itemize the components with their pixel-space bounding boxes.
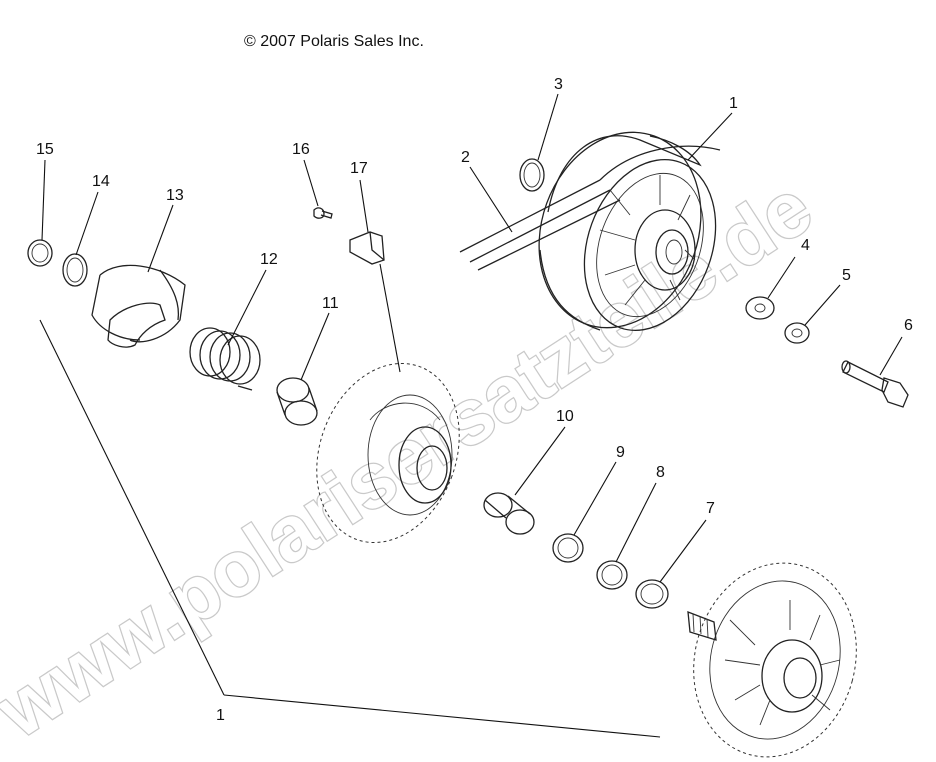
washer-4 — [745, 296, 775, 320]
callout-12: 12 — [260, 251, 278, 268]
callout-labels: 1 2 3 4 5 6 7 8 9 10 11 12 13 14 15 16 1… — [36, 76, 913, 724]
callout-8: 8 — [656, 464, 665, 481]
snap-ring-15 — [27, 239, 53, 267]
bushing-10 — [483, 492, 535, 535]
callout-2: 2 — [461, 149, 470, 166]
callout-1-bottom: 1 — [216, 707, 225, 724]
callout-15: 15 — [36, 141, 54, 158]
callout-3: 3 — [554, 76, 563, 93]
screw-16 — [313, 207, 333, 219]
washer-8 — [596, 560, 628, 590]
helix-cam-13 — [91, 264, 186, 348]
callout-6: 6 — [904, 317, 913, 334]
callout-10: 10 — [556, 408, 574, 425]
callout-5: 5 — [842, 267, 851, 284]
washer-3 — [519, 158, 545, 192]
washer-14 — [62, 253, 88, 287]
driven-clutch-assembly-bottom — [687, 562, 857, 758]
callout-14: 14 — [92, 173, 110, 190]
callout-7: 7 — [706, 500, 715, 517]
driven-clutch-assembly-top — [538, 131, 717, 332]
button-17 — [349, 231, 385, 265]
leader-lines — [39, 93, 903, 738]
bolt-6 — [841, 360, 909, 408]
washer-7 — [635, 579, 669, 609]
watermark-text: www.polarisersatzteile.de — [0, 163, 827, 755]
callout-11: 11 — [322, 295, 339, 312]
callout-13: 13 — [166, 187, 184, 204]
drive-belt — [459, 145, 721, 271]
callout-16: 16 — [292, 141, 310, 158]
callout-17: 17 — [350, 160, 368, 177]
callout-1-top: 1 — [729, 95, 738, 112]
washer-9 — [552, 533, 584, 563]
movable-sheave — [316, 362, 460, 544]
callout-4: 4 — [801, 237, 810, 254]
bushing-11 — [276, 377, 318, 426]
washer-5 — [784, 322, 810, 344]
callout-9: 9 — [616, 444, 625, 461]
spring-12 — [189, 327, 261, 391]
copyright-text: © 2007 Polaris Sales Inc. — [244, 33, 424, 50]
